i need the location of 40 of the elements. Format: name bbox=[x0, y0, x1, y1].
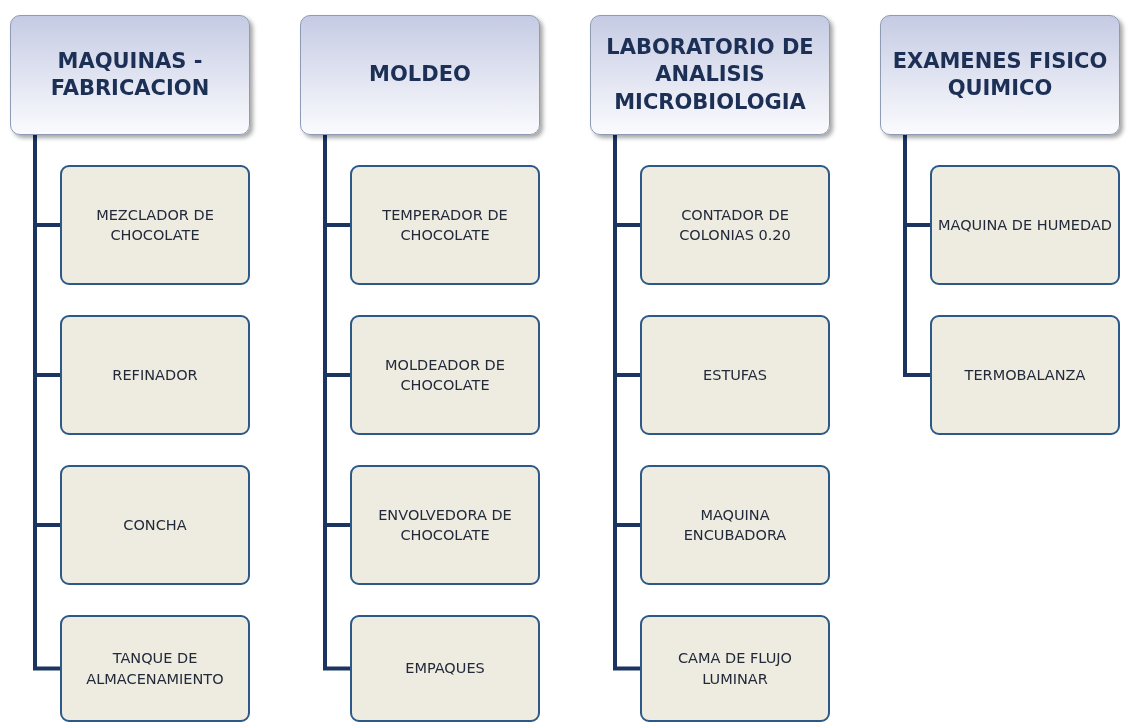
equipment-label: MEZCLADOR DE CHOCOLATE bbox=[95, 205, 215, 245]
connector-line bbox=[903, 135, 930, 377]
equipment-label: REFINADOR bbox=[112, 365, 198, 385]
header-box bbox=[300, 15, 540, 135]
item-box bbox=[930, 165, 1120, 285]
item-box bbox=[640, 315, 830, 435]
category-header: EXAMENES FISICO QUIMICO bbox=[891, 47, 1109, 102]
item-box bbox=[60, 165, 250, 285]
item-box bbox=[640, 165, 830, 285]
equipment-label: TEMPERADOR DE CHOCOLATE bbox=[381, 205, 509, 245]
equipment-label: CONTADOR DE COLONIAS 0.20 bbox=[678, 205, 792, 245]
equipment-label: MAQUINA DE HUMEDAD bbox=[938, 215, 1112, 235]
item-box bbox=[640, 615, 830, 722]
item-box bbox=[60, 615, 250, 722]
item-box bbox=[350, 165, 540, 285]
equipment-label: CONCHA bbox=[123, 515, 187, 535]
connector-line bbox=[323, 135, 350, 671]
category-header: LABORATORIO DE ANALISIS MICROBIOLOGIA bbox=[605, 34, 815, 116]
equipment-label: ESTUFAS bbox=[703, 365, 767, 385]
equipment-label: ENVOLVEDORA DE CHOCOLATE bbox=[377, 505, 513, 545]
item-box bbox=[60, 465, 250, 585]
equipment-label: MAQUINA ENCUBADORA bbox=[682, 505, 788, 545]
item-box bbox=[350, 315, 540, 435]
item-box bbox=[60, 315, 250, 435]
item-box bbox=[350, 615, 540, 722]
equipment-label: MOLDEADOR DE CHOCOLATE bbox=[384, 355, 506, 395]
equipment-label: TANQUE DE ALMACENAMIENTO bbox=[85, 649, 225, 689]
category-header: MAQUINAS - FABRICACION bbox=[49, 47, 211, 102]
item-box bbox=[930, 315, 1120, 435]
equipment-label: TERMOBALANZA bbox=[964, 365, 1086, 385]
connector-line bbox=[613, 135, 640, 671]
header-box bbox=[590, 15, 830, 135]
item-box bbox=[350, 465, 540, 585]
header-box bbox=[10, 15, 250, 135]
category-header: MOLDEO bbox=[369, 61, 471, 89]
item-box bbox=[640, 465, 830, 585]
header-box bbox=[880, 15, 1120, 135]
equipment-label: CAMA DE FLUJO LUMINAR bbox=[677, 649, 793, 689]
connector-line bbox=[33, 135, 60, 671]
equipment-label: EMPAQUES bbox=[405, 659, 485, 679]
